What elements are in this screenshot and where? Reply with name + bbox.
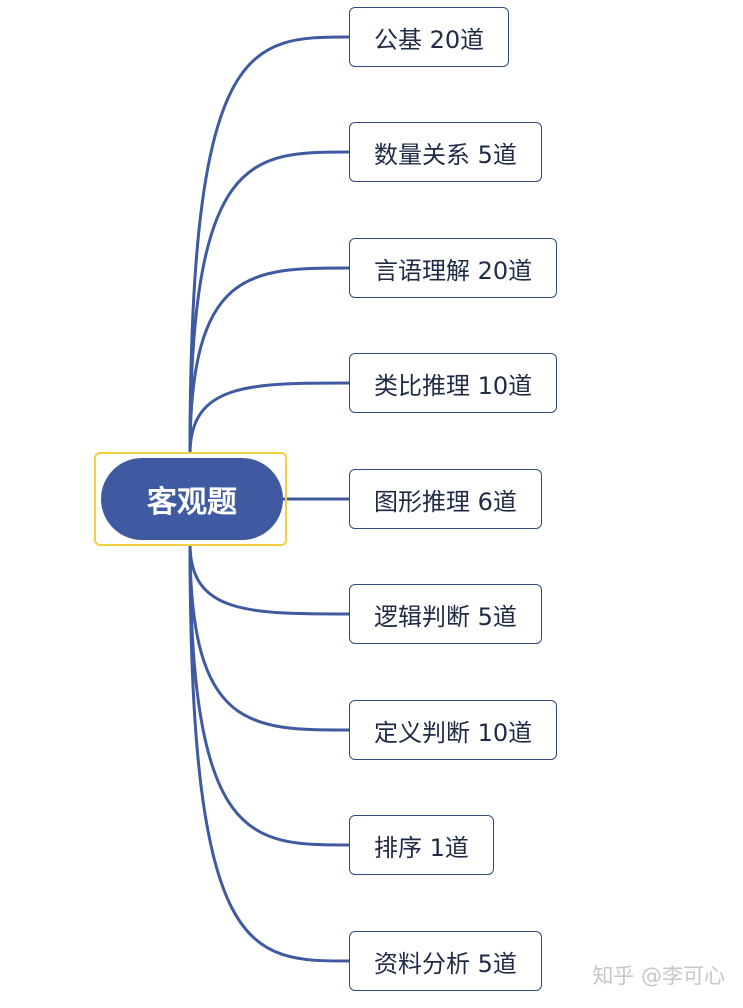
topic-node[interactable]: 类比推理 10道	[349, 353, 558, 413]
topic-node[interactable]: 定义判断 10道	[349, 700, 558, 760]
connector-line	[188, 150, 350, 455]
topic-label: 数量关系 5道	[374, 140, 517, 169]
topic-node[interactable]: 逻辑判断 5道	[349, 584, 542, 644]
topic-node[interactable]: 言语理解 20道	[349, 238, 558, 298]
topic-label: 图形推理 6道	[374, 487, 517, 516]
root-label: 客观题	[147, 485, 237, 520]
connector-line	[188, 543, 350, 847]
topic-label: 资料分析 5道	[374, 949, 517, 978]
connector-line	[188, 381, 350, 455]
watermark: 知乎 @李可心	[592, 964, 725, 988]
root-node[interactable]: 客观题	[101, 458, 283, 540]
connector-line	[188, 266, 350, 455]
topic-node[interactable]: 排序 1道	[349, 815, 494, 875]
topic-node[interactable]: 资料分析 5道	[349, 931, 542, 991]
topic-node[interactable]: 数量关系 5道	[349, 122, 542, 182]
topic-node[interactable]: 公基 20道	[349, 7, 510, 67]
topic-label: 类比推理 10道	[374, 371, 533, 400]
connector-line	[188, 543, 350, 616]
root-selection-frame	[94, 452, 287, 546]
topic-label: 定义判断 10道	[374, 718, 533, 747]
topic-node[interactable]: 图形推理 6道	[349, 469, 542, 529]
connector-line	[188, 543, 350, 732]
topic-label: 逻辑判断 5道	[374, 602, 517, 631]
connector-line	[188, 35, 350, 455]
topic-label: 排序 1道	[374, 833, 469, 862]
topic-label: 公基 20道	[374, 25, 485, 54]
topic-label: 言语理解 20道	[374, 256, 533, 285]
connector-line	[188, 543, 350, 963]
